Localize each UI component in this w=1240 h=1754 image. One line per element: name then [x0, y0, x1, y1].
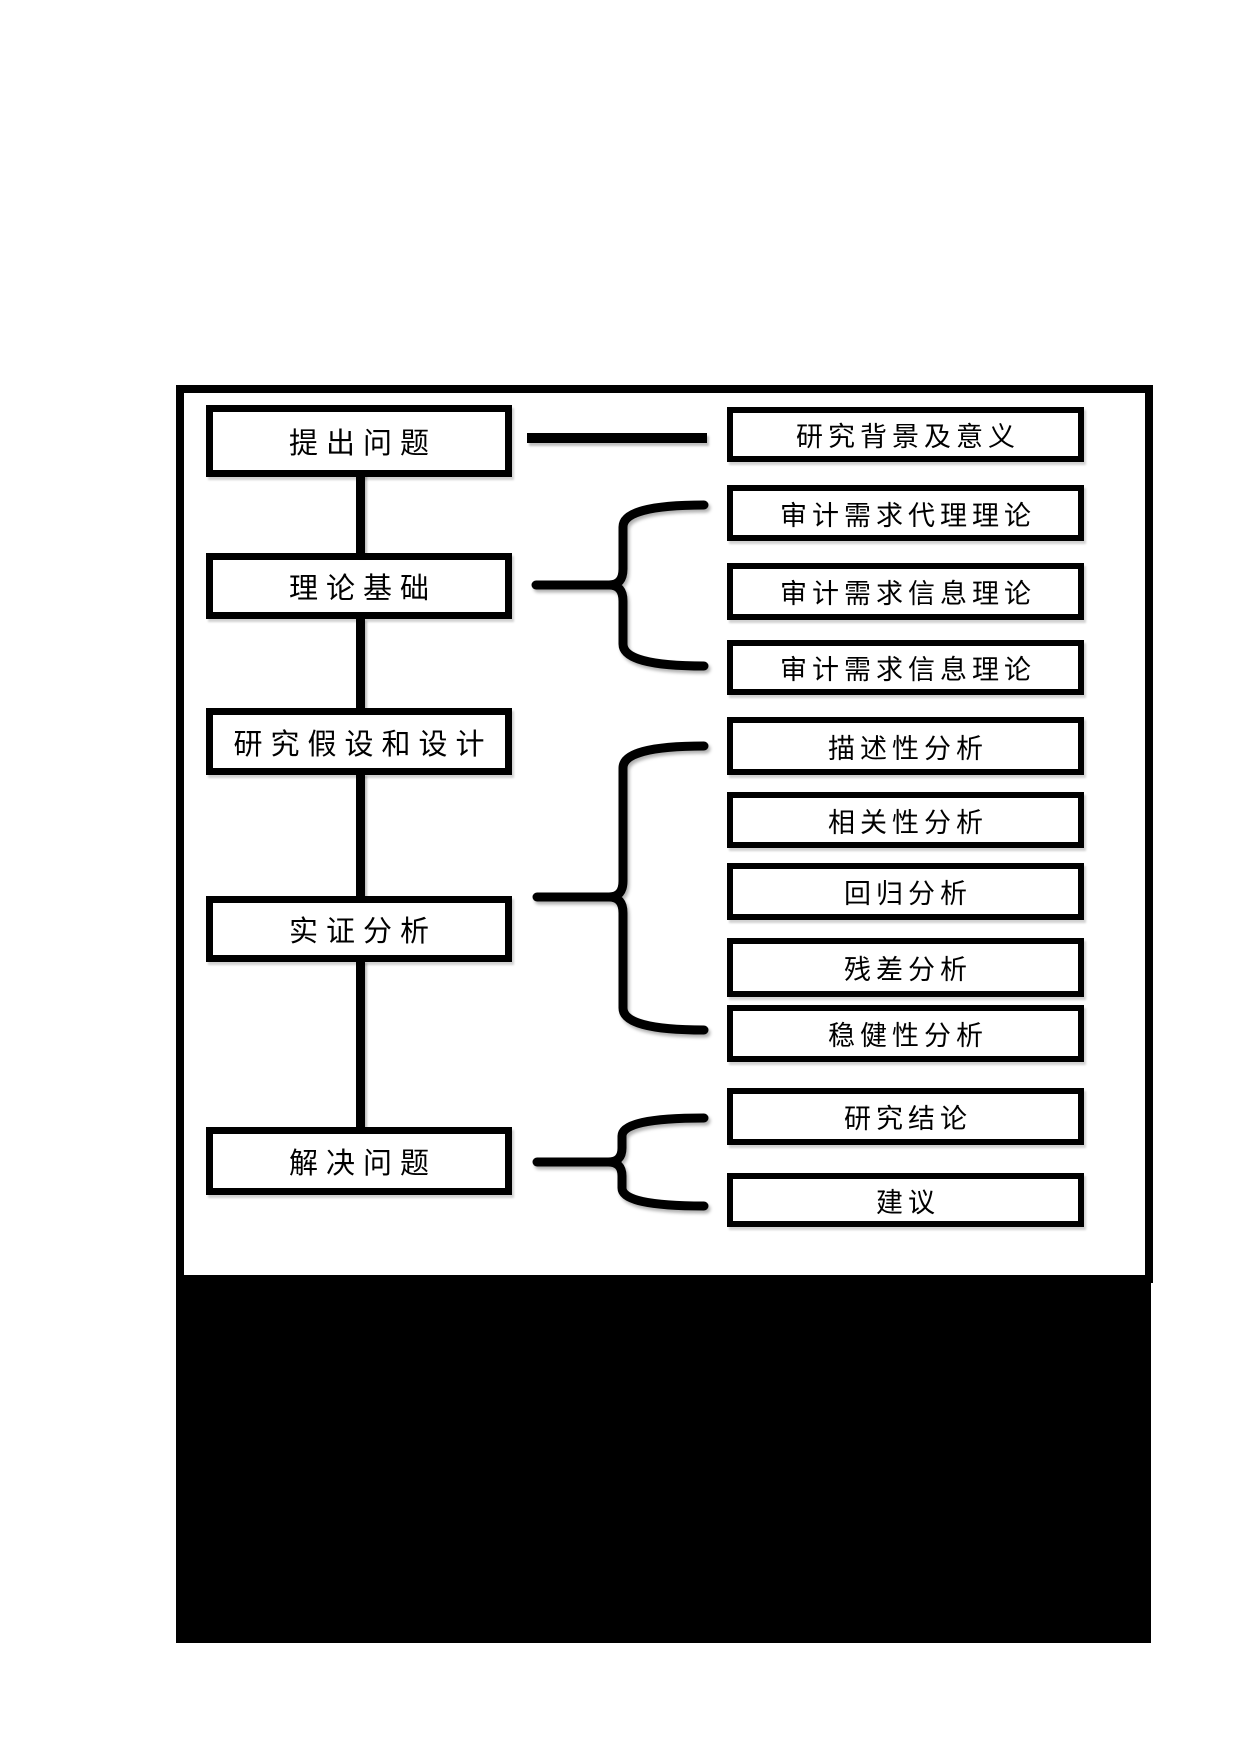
connector-vertical-1 — [356, 470, 365, 555]
box-audit-demand-info-theory-2-label: 审计需求信息理论 — [780, 655, 1036, 685]
box-research-conclusion-label: 研究结论 — [844, 1104, 972, 1134]
box-hypothesis-design-label: 研究假设和设计 — [233, 728, 493, 761]
box-residual-analysis: 残差分析 — [727, 938, 1084, 997]
box-solve-problem: 解决问题 — [206, 1127, 512, 1195]
box-audit-demand-info-theory-1-label: 审计需求信息理论 — [780, 579, 1036, 609]
box-descriptive-analysis: 描述性分析 — [727, 717, 1084, 775]
box-theoretical-basis-label: 理论基础 — [288, 573, 437, 605]
box-solve-problem-label: 解决问题 — [288, 1148, 437, 1180]
box-raise-question-label: 提出问题 — [288, 428, 437, 460]
box-robustness-analysis-label: 稳健性分析 — [828, 1021, 988, 1051]
box-hypothesis-design: 研究假设和设计 — [206, 708, 512, 775]
connector-vertical-4 — [356, 960, 365, 1129]
box-descriptive-analysis-label: 描述性分析 — [828, 733, 988, 764]
box-empirical-analysis-label: 实证分析 — [288, 916, 437, 948]
box-research-background-label: 研究背景及意义 — [796, 422, 1020, 452]
box-robustness-analysis: 稳健性分析 — [727, 1005, 1084, 1062]
connector-question-to-background — [527, 433, 707, 443]
box-raise-question: 提出问题 — [206, 405, 512, 477]
box-audit-demand-info-theory-2: 审计需求信息理论 — [727, 640, 1084, 695]
box-audit-demand-agency-theory-label: 审计需求代理理论 — [780, 500, 1036, 531]
box-audit-demand-agency-theory: 审计需求代理理论 — [727, 485, 1084, 541]
box-empirical-analysis: 实证分析 — [206, 896, 512, 962]
box-correlation-analysis: 相关性分析 — [727, 792, 1084, 848]
box-research-conclusion: 研究结论 — [727, 1088, 1084, 1145]
box-correlation-analysis-label: 相关性分析 — [828, 807, 988, 838]
redaction-block — [176, 1283, 1151, 1643]
box-suggestion: 建议 — [727, 1173, 1084, 1227]
box-research-background: 研究背景及意义 — [727, 407, 1084, 462]
box-audit-demand-info-theory-1: 审计需求信息理论 — [727, 563, 1084, 620]
box-suggestion-label: 建议 — [876, 1187, 940, 1218]
box-theoretical-basis: 理论基础 — [206, 553, 512, 619]
connector-vertical-2 — [356, 618, 365, 710]
connector-vertical-3 — [356, 773, 365, 898]
box-regression-analysis-label: 回归分析 — [844, 879, 972, 909]
box-regression-analysis: 回归分析 — [727, 863, 1084, 920]
box-residual-analysis-label: 残差分析 — [844, 955, 972, 985]
